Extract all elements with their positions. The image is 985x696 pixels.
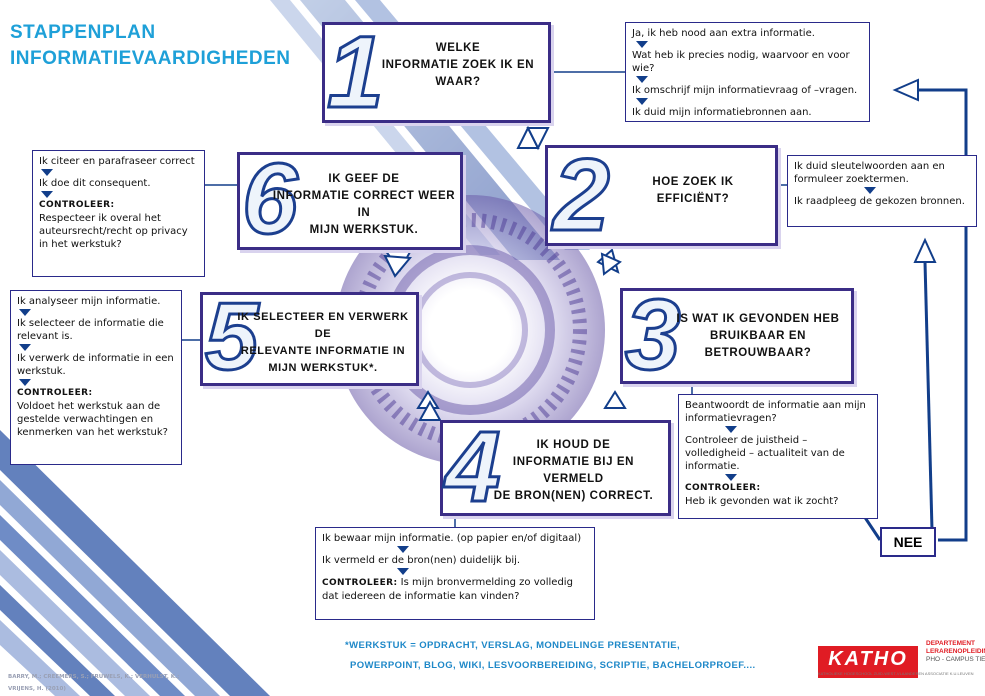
arrow-down-icon	[19, 379, 31, 386]
info-item: Controleer de juistheid – volledigheid –…	[685, 435, 845, 472]
info-item: Ik selecteer de informatie die relevant …	[17, 318, 164, 342]
arrow-down-icon	[19, 344, 31, 351]
check-question: Is mijn bronvermelding zo volledig dat i…	[322, 577, 573, 602]
check-label: CONTROLEER:	[322, 578, 398, 588]
info-item: Ik raadpleeg de gekozen bronnen.	[794, 196, 965, 207]
check-question: Heb ik gevonden wat ik zocht?	[685, 496, 839, 507]
loop-arrowhead-mid	[913, 237, 937, 263]
info-box-step-2: Ik duid sleutelwoorden aan en formuleer …	[787, 155, 977, 227]
credits-line-1: BARRY, M.; CREEMERS, S.; FRUWELS, K.; VE…	[8, 674, 180, 680]
info-item: Ik doe dit consequent.	[39, 178, 151, 189]
loop-arrowhead-top	[892, 78, 919, 102]
footnote-line-2: POWERPOINT, BLOG, WIKI, LESVOORBEREIDING…	[350, 660, 756, 671]
arrow-down-icon	[397, 546, 409, 553]
info-box-step-1: Ja, ik heb nood aan extra informatie. Wa…	[625, 22, 870, 122]
step-number: 4	[444, 411, 503, 523]
arrow-down-icon	[41, 169, 53, 176]
check-question: Voldoet het werkstuk aan de gestelde ver…	[17, 401, 168, 438]
cycle-arrows	[382, 125, 627, 421]
check-label: CONTROLEER:	[17, 388, 93, 398]
decorative-stripes	[0, 430, 270, 696]
nee-box: NEE	[880, 527, 936, 557]
arrow-down-icon	[41, 191, 53, 198]
info-item: Ja, ik heb nood aan extra informatie.	[632, 28, 815, 39]
step-number: 6	[241, 143, 300, 255]
info-box-step-6: Ik citeer en parafraseer correct Ik doe …	[32, 150, 205, 277]
logo-tagline: KATHOLIEKE HOGESCHOOL ZUID-WEST-VLAANDER…	[818, 671, 974, 676]
info-box-step-3: Beantwoordt de informatie aan mijn infor…	[678, 394, 878, 519]
title-line-1: STAPPENPLAN	[10, 22, 156, 43]
check-label: CONTROLEER:	[685, 483, 761, 493]
info-item: Ik citeer en parafraseer correct	[39, 156, 195, 167]
check-question: Respecteer ik overal het auteursrecht/re…	[39, 213, 188, 250]
arrow-down-icon	[636, 76, 648, 83]
info-item: Wat heb ik precies nodig, waarvoor en vo…	[632, 50, 850, 74]
info-item: Ik analyseer mijn informatie.	[17, 296, 161, 307]
step-number: 2	[552, 138, 612, 252]
step-number: 3	[624, 279, 683, 391]
arrow-down-icon	[397, 568, 409, 575]
credits-line-2: VRIJENS, H. (2010)	[8, 686, 66, 692]
step-number: 5	[203, 283, 259, 390]
arrow-down-icon	[864, 187, 876, 194]
info-item: Ik bewaar mijn informatie. (op papier en…	[322, 533, 582, 544]
info-item: Ik verwerk de informatie in een werkstuk…	[17, 353, 174, 377]
info-item: Ik duid sleutelwoorden aan en formuleer …	[794, 161, 945, 185]
department-label: DEPARTEMENTLERARENOPLEIDINGPHO - CAMPUS …	[926, 640, 985, 663]
info-item: Ik omschrijf mijn informatievraag of –vr…	[632, 85, 858, 96]
arrow-down-icon	[636, 41, 648, 48]
check-label: CONTROLEER:	[39, 200, 115, 210]
info-item: Ik vermeld er de bron(nen) duidelijk bij…	[322, 555, 521, 566]
arrow-down-icon	[725, 474, 737, 481]
arrow-down-icon	[725, 426, 737, 433]
arrow-down-icon	[636, 98, 648, 105]
info-item: Ik duid mijn informatiebronnen aan.	[632, 107, 812, 118]
footnote-line-1: *WERKSTUK = OPDRACHT, VERSLAG, MONDELING…	[345, 640, 681, 651]
info-box-step-5: Ik analyseer mijn informatie. Ik selecte…	[10, 290, 182, 465]
info-box-step-4: Ik bewaar mijn informatie. (op papier en…	[315, 527, 595, 620]
title-line-2: INFORMATIEVAARDIGHEDEN	[10, 48, 291, 69]
arrow-down-icon	[19, 309, 31, 316]
step-number: 1	[326, 15, 386, 129]
info-item: Beantwoordt de informatie aan mijn infor…	[685, 400, 866, 424]
